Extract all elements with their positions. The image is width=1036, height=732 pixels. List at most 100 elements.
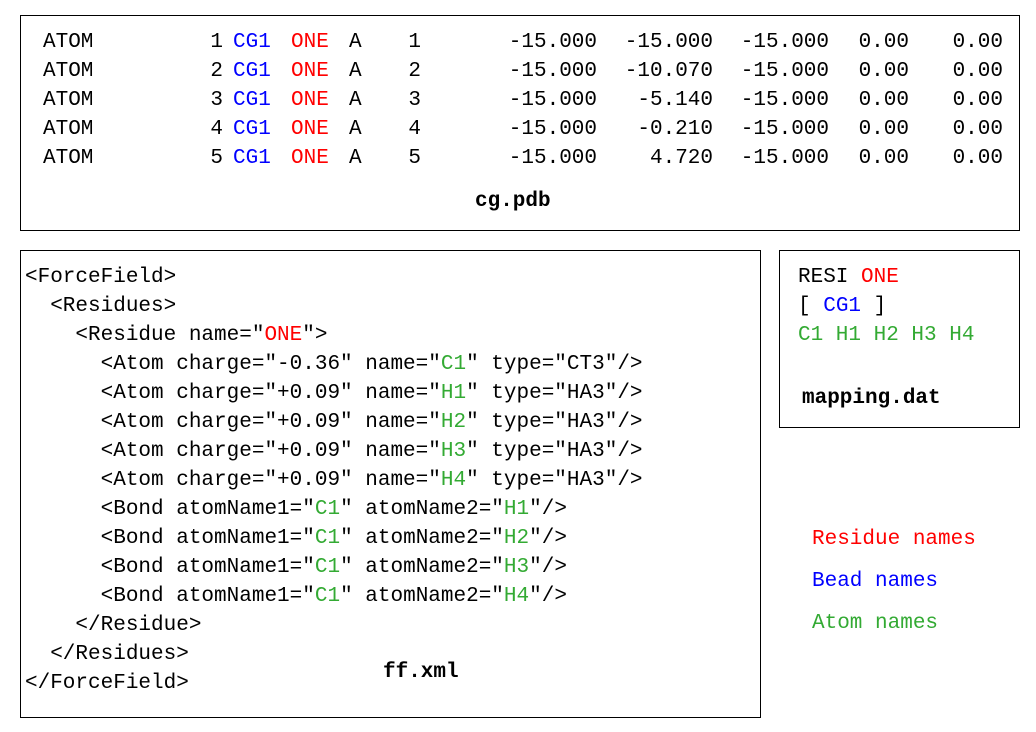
ff-xml-line: <Residues> bbox=[25, 292, 176, 321]
pdb-z-cell: -15.000 bbox=[740, 118, 829, 141]
ff-xml-line: <Atom charge="-0.36" name="C1" type="CT3… bbox=[25, 350, 643, 379]
pdb-x-cell: -15.000 bbox=[508, 118, 597, 141]
pdb-chain-cell: A bbox=[349, 147, 362, 170]
mapping-resi-line: RESI ONE bbox=[798, 263, 899, 292]
ff-xml-text: " type="HA3"/> bbox=[466, 411, 643, 434]
pdb-x-cell: -15.000 bbox=[508, 60, 597, 83]
pdb-resseq-cell: 2 bbox=[408, 60, 421, 83]
mapping-resi-keyword: RESI bbox=[798, 266, 862, 289]
ff-xml-text: <Bond atomName1=" bbox=[25, 556, 315, 579]
pdb-occ-cell: 0.00 bbox=[858, 147, 909, 170]
pdb-bfac-cell: 0.00 bbox=[952, 89, 1003, 112]
ff-xml-text: <Atom charge="+0.09" name=" bbox=[25, 469, 441, 492]
ff-atom-name: H4 bbox=[440, 469, 467, 492]
ff-xml-text: " type="HA3"/> bbox=[466, 440, 643, 463]
ff-xml-text: </ForceField> bbox=[25, 672, 189, 695]
ff-xml-line: <Atom charge="+0.09" name="H1" type="HA3… bbox=[25, 379, 643, 408]
pdb-z-cell: -15.000 bbox=[740, 147, 829, 170]
ff-atom-name: H4 bbox=[503, 585, 530, 608]
pdb-record-cell: ATOM bbox=[43, 147, 94, 170]
pdb-resname-cell: ONE bbox=[291, 60, 329, 83]
ff-xml-line: </ForceField> bbox=[25, 669, 189, 698]
pdb-bead-cell: CG1 bbox=[233, 118, 271, 141]
pdb-bfac-cell: 0.00 bbox=[952, 60, 1003, 83]
ff-atom-name: C1 bbox=[314, 498, 341, 521]
pdb-record-cell: ATOM bbox=[43, 60, 94, 83]
ff-xml-line: <Bond atomName1="C1" atomName2="H2"/> bbox=[25, 524, 567, 553]
mapping-bead-name: CG1 bbox=[823, 295, 862, 318]
mapping-bracket-close: ] bbox=[861, 295, 887, 318]
ff-xml-text: " type="HA3"/> bbox=[466, 469, 643, 492]
pdb-chain-cell: A bbox=[349, 118, 362, 141]
mapping-bracket-open: [ bbox=[798, 295, 824, 318]
pdb-bead-cell: CG1 bbox=[233, 89, 271, 112]
pdb-z-cell: -15.000 bbox=[740, 31, 829, 54]
ff-xml-line: <Bond atomName1="C1" atomName2="H3"/> bbox=[25, 553, 567, 582]
ff-xml-text: "/> bbox=[529, 585, 567, 608]
pdb-serial-cell: 4 bbox=[210, 118, 223, 141]
pdb-occ-cell: 0.00 bbox=[858, 31, 909, 54]
ff-xml-text: <Residues> bbox=[25, 295, 177, 318]
ff-xml-text: <Bond atomName1=" bbox=[25, 585, 315, 608]
ff-xml-line: </Residue> bbox=[25, 611, 201, 640]
pdb-y-cell: 4.720 bbox=[649, 147, 713, 170]
ff-xml-text: <Atom charge="-0.36" name=" bbox=[25, 353, 441, 376]
pdb-occ-cell: 0.00 bbox=[858, 118, 909, 141]
ff-xml-line: <Bond atomName1="C1" atomName2="H4"/> bbox=[25, 582, 567, 611]
pdb-bfac-cell: 0.00 bbox=[952, 31, 1003, 54]
pdb-resname-cell: ONE bbox=[291, 89, 329, 112]
ff-xml-text: </Residues> bbox=[25, 643, 189, 666]
pdb-record-cell: ATOM bbox=[43, 118, 94, 141]
pdb-y-cell: -5.140 bbox=[637, 89, 713, 112]
legend-residue-names: Residue names bbox=[812, 528, 976, 551]
ff-xml-text: <Atom charge="+0.09" name=" bbox=[25, 382, 441, 405]
pdb-chain-cell: A bbox=[349, 89, 362, 112]
pdb-y-cell: -0.210 bbox=[637, 118, 713, 141]
ff-xml-text: " atomName2=" bbox=[340, 585, 504, 608]
pdb-occ-cell: 0.00 bbox=[858, 89, 909, 112]
ff-xml-line: <Atom charge="+0.09" name="H2" type="HA3… bbox=[25, 408, 643, 437]
mapping-dat-panel: RESI ONE [ CG1 ] C1 H1 H2 H3 H4 mapping.… bbox=[779, 250, 1020, 428]
pdb-resseq-cell: 3 bbox=[408, 89, 421, 112]
ff-atom-name: C1 bbox=[440, 353, 467, 376]
ff-xml-text: "/> bbox=[529, 498, 567, 521]
ff-atom-name: C1 bbox=[314, 585, 341, 608]
pdb-serial-cell: 2 bbox=[210, 60, 223, 83]
mapping-bead-line: [ CG1 ] bbox=[798, 292, 886, 321]
pdb-bead-cell: CG1 bbox=[233, 60, 271, 83]
ff-xml-text: <Bond atomName1=" bbox=[25, 498, 315, 521]
mapping-caption: mapping.dat bbox=[802, 387, 941, 410]
ff-atom-name: C1 bbox=[314, 556, 341, 579]
ff-atom-name: H1 bbox=[440, 382, 467, 405]
pdb-serial-cell: 3 bbox=[210, 89, 223, 112]
ff-xml-text: "> bbox=[302, 324, 328, 347]
ff-xml-text: " atomName2=" bbox=[340, 527, 504, 550]
ff-xml-line: <Atom charge="+0.09" name="H4" type="HA3… bbox=[25, 466, 643, 495]
ff-xml-text: <Atom charge="+0.09" name=" bbox=[25, 411, 441, 434]
pdb-chain-cell: A bbox=[349, 31, 362, 54]
pdb-record-cell: ATOM bbox=[43, 31, 94, 54]
pdb-z-cell: -15.000 bbox=[740, 60, 829, 83]
ff-xml-text: <ForceField> bbox=[25, 266, 177, 289]
ff-xml-text: " type="HA3"/> bbox=[466, 382, 643, 405]
pdb-resseq-cell: 5 bbox=[408, 147, 421, 170]
ff-xml-text: </Residue> bbox=[25, 614, 202, 637]
ff-atom-name: H1 bbox=[503, 498, 530, 521]
ff-xml-text: " atomName2=" bbox=[340, 556, 504, 579]
ff-xml-text: <Residue name=" bbox=[25, 324, 265, 347]
pdb-bfac-cell: 0.00 bbox=[952, 147, 1003, 170]
ff-atom-name: H3 bbox=[440, 440, 467, 463]
ff-xml-line: <Residue name="ONE"> bbox=[25, 321, 327, 350]
pdb-record-cell: ATOM bbox=[43, 89, 94, 112]
pdb-x-cell: -15.000 bbox=[508, 31, 597, 54]
pdb-chain-cell: A bbox=[349, 60, 362, 83]
pdb-bead-cell: CG1 bbox=[233, 31, 271, 54]
ff-caption: ff.xml bbox=[383, 661, 459, 684]
pdb-y-cell: -15.000 bbox=[624, 31, 713, 54]
pdb-resseq-cell: 1 bbox=[408, 31, 421, 54]
ff-atom-name: H2 bbox=[503, 527, 530, 550]
pdb-bead-cell: CG1 bbox=[233, 147, 271, 170]
